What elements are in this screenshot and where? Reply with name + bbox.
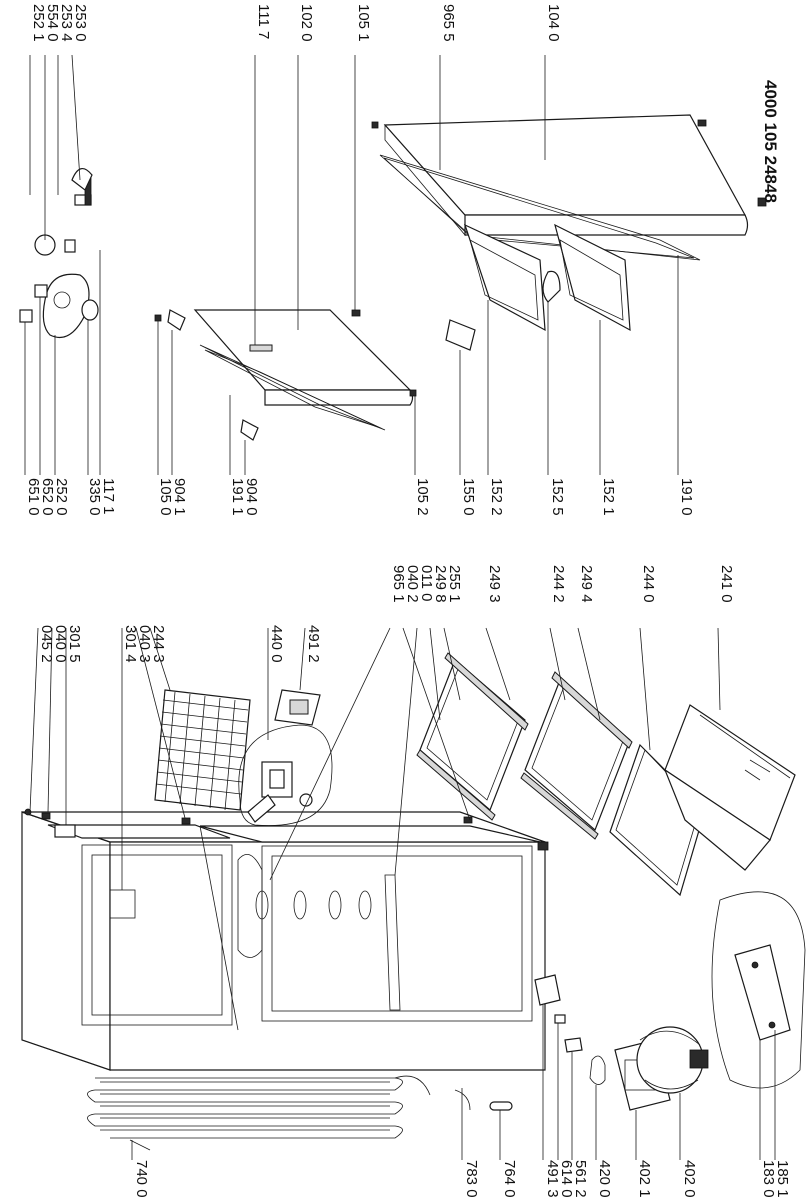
crisper-drawer	[663, 704, 796, 871]
part-label: 561 2	[572, 1160, 589, 1198]
thermostat-knob-cluster	[19, 168, 99, 339]
hinge-pin-fridge-right	[697, 119, 707, 127]
part-label: 904 0	[243, 478, 260, 516]
lamp-cover	[274, 689, 321, 726]
part-label: 965 5	[440, 4, 457, 42]
part-label: 491 2	[305, 625, 322, 663]
part-label: 152 5	[549, 478, 566, 516]
drain-pipe	[454, 1089, 471, 1111]
part-label: 764 0	[501, 1160, 518, 1198]
part-label: 191 0	[678, 478, 695, 516]
bottom-plug	[489, 1101, 513, 1111]
part-label: 554 0	[44, 4, 61, 42]
part-label: 252 1	[30, 4, 47, 42]
part-label: 440 0	[268, 625, 285, 663]
thermostat-group	[238, 724, 333, 826]
part-label: 252 0	[53, 478, 70, 516]
part-label: 783 0	[463, 1160, 480, 1198]
fridge-door-gasket	[379, 154, 701, 261]
part-label: 255 1	[446, 565, 463, 603]
part-label: 241 0	[718, 565, 735, 603]
part-label: 155 0	[460, 478, 477, 516]
label-group-left-bottom: 740 0 783 0 764 0 491 3 614 0 561 2 420 …	[133, 1160, 791, 1198]
part-label: 402 1	[636, 1160, 653, 1198]
freezer-door-gasket	[199, 344, 386, 431]
bottom-components	[534, 891, 806, 1111]
part-label: 117 1	[100, 478, 117, 514]
part-label: 491 3	[544, 1160, 561, 1198]
part-label: 011 0	[418, 565, 435, 601]
part-label: 301 5	[66, 625, 83, 663]
part-label: 652 0	[39, 478, 56, 516]
part-label: 402 0	[681, 1160, 698, 1198]
part-label: 335 0	[86, 478, 103, 516]
part-label: 045 2	[38, 625, 55, 663]
part-label: 152 1	[600, 478, 617, 516]
part-label: 253 0	[72, 4, 89, 42]
hinge-pin-top	[351, 309, 361, 317]
part-label: 249 8	[432, 565, 449, 603]
part-label: 651 0	[25, 478, 42, 516]
door-balcony-upper	[463, 223, 546, 332]
door-stop	[167, 309, 186, 331]
hinge-pin-fridge-bottom	[757, 197, 767, 207]
hinge-pin-fridge-top	[371, 121, 379, 129]
part-label: 249 3	[486, 565, 503, 603]
door-balcony-lower	[554, 223, 631, 332]
part-label: 244 0	[640, 565, 657, 603]
hinge-pin-lower	[409, 389, 417, 397]
part-label: 111 7	[255, 4, 272, 39]
part-label: 420 0	[596, 1160, 613, 1198]
door-stop-lower	[240, 419, 259, 441]
part-label: 105 1	[355, 4, 372, 42]
cabinet-body	[21, 811, 549, 1071]
egg-tray	[542, 270, 561, 303]
butter-lid	[445, 319, 476, 351]
hinge-pin	[154, 314, 162, 322]
part-label: 244 3	[150, 625, 167, 663]
condenser-coil	[87, 1075, 431, 1151]
part-label: 249 4	[578, 565, 595, 603]
freezer-door	[193, 309, 414, 406]
part-label: 105 0	[157, 478, 174, 516]
part-label: 040 2	[404, 565, 421, 603]
part-label: 105 2	[414, 478, 431, 516]
label-group-right-middle: 651 0 652 0 252 0 335 0 117 1 105 0 904 …	[25, 478, 695, 516]
part-label: 040 3	[136, 625, 153, 663]
part-label: 740 0	[133, 1160, 150, 1198]
glass-shelf-upper	[416, 652, 529, 821]
part-label: 102 0	[298, 4, 315, 42]
part-label: 152 2	[488, 478, 505, 516]
drawing-layer	[19, 54, 806, 1160]
part-label: 614 0	[558, 1160, 575, 1198]
part-label: 965 1	[390, 565, 407, 603]
part-label: 301 4	[122, 625, 139, 663]
part-label: 183 0	[760, 1160, 777, 1198]
screw	[24, 808, 32, 816]
wire-shelf	[154, 689, 251, 811]
part-label: 040 0	[52, 625, 69, 663]
part-label: 104 0	[545, 4, 562, 42]
part-label: 185 1	[774, 1160, 791, 1198]
part-label: 253 4	[58, 4, 75, 42]
label-group-left-top: 045 2 040 0 301 5 301 4 040 3 244 3 440 …	[38, 565, 735, 663]
fridge-door	[383, 114, 749, 237]
leader-lines	[24, 54, 776, 1160]
part-label: 191 1	[229, 478, 246, 516]
document-number: 4000 105 24848	[761, 80, 780, 203]
part-label: 904 1	[171, 478, 188, 516]
label-group-right-top: 252 1 554 0 253 4 253 0 111 7 102 0 105 …	[30, 4, 562, 42]
part-label: 244 2	[550, 565, 567, 603]
hinge-cover	[54, 824, 76, 838]
glass-shelf-middle	[520, 671, 633, 840]
